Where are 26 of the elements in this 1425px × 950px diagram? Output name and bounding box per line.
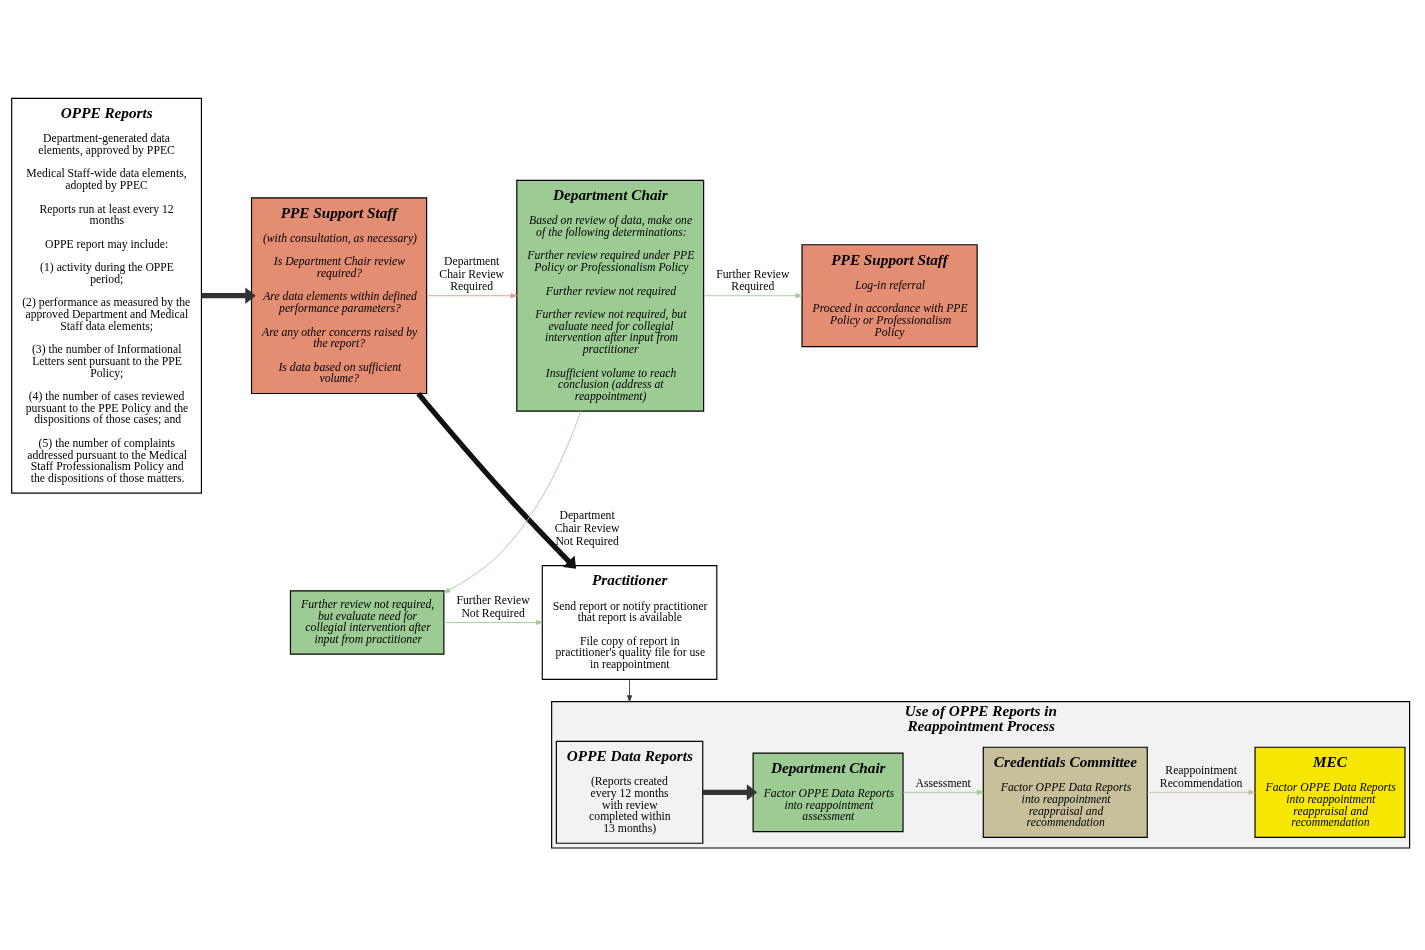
- arrow: [1146, 789, 1255, 795]
- arrow: [626, 678, 632, 702]
- arrow: [443, 410, 581, 593]
- arrow: [902, 789, 984, 795]
- edge-label: Further Review Required: [715, 267, 789, 293]
- node-box: PPE Support Staff Log-in referral Proceed in accordance with PPE Policy or Professionalism Policy: [800, 243, 978, 347]
- node-box: Further review not required, but evaluate need for collegial intervention after input from practitioner: [289, 589, 444, 655]
- edge-label: Assessment: [915, 776, 971, 790]
- edge-label: Further Review Not Required: [456, 593, 530, 620]
- arrow: [443, 619, 543, 625]
- edge-label: Department Chair Review Not Required: [554, 508, 619, 548]
- node-box: MEC Factor OPPE Data Reports into reappointment reappraisal and recommendation: [1253, 746, 1406, 838]
- arrow: [200, 287, 256, 304]
- edge-label: Reappointment Recommendation: [1159, 763, 1242, 790]
- edge-label: Department Chair Review Required: [438, 254, 504, 293]
- node-box: Credentials Committee Factor OPPE Data Reports into reappointment reappraisal and recommendation: [982, 746, 1148, 838]
- node-box: OPPE Reports Department-generated data elements, approved by PPEC Medical Staff-wide data elements, adopted by PPEC Reports run at least every 12 months OPPE report may include: (1) activity during the OPPE period; (2) performance as measured by the approved Department and Medical Staff data elements; (3) the number of Informational Letters sent pursuant to the PPE Policy; (4) the number of cases reviewed pursuant to the PPE Policy and the dispositions of those cases; and (5) the number of complaints addressed pursuant to the Medical Staff Professionalism Policy and the dispositions of those matters.: [10, 97, 202, 494]
- arrow: [702, 783, 757, 801]
- node-box: Department Chair Factor OPPE Data Reports into reappointment assessment: [752, 752, 904, 832]
- node-box: OPPE Data Reports (Reports created every 12 months with review completed within 13 months): [555, 740, 703, 844]
- node-box: Practitioner Send report or notify practitioner that report is available File copy of report in practitioner's quality file for use in reappointment: [541, 564, 717, 680]
- arrow: [425, 292, 517, 298]
- node-box: Department Chair Based on review of data, make one of the following determinations: Further review required under PPE Policy or Professionalism Policy Further review not required Further review not required, but evaluate need for collegial intervention after input from practitioner Insufficient volume to reach conclusion (address at reappointment): [515, 179, 704, 412]
- node-box: PPE Support Staff (with consultation, as necessary) Is Department Chair review required? Are data elements within defined performance parameters? Are any other concerns raised by the report? Is data based on sufficient volume?: [250, 196, 427, 394]
- arrow: [415, 391, 576, 569]
- arrow: [702, 292, 802, 298]
